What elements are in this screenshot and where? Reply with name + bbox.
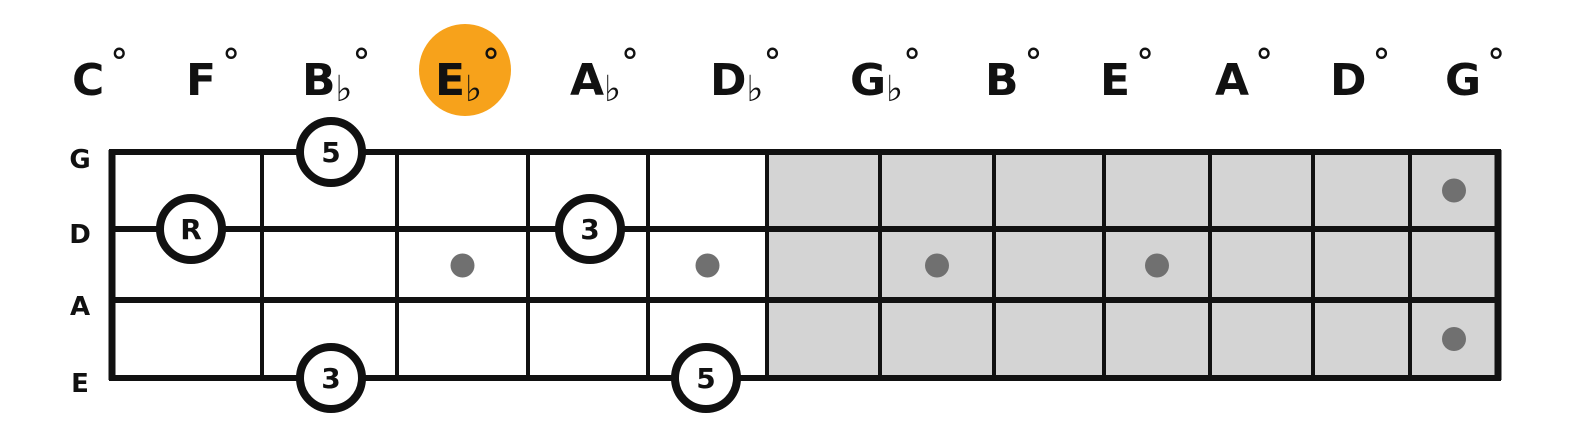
key-label: D♭° <box>710 43 782 110</box>
key-item: B° <box>985 43 1043 106</box>
inlay-dot <box>1442 327 1466 351</box>
key-letter: D <box>1330 55 1367 106</box>
string-labels: G D A E <box>69 145 91 399</box>
key-symbol: ° <box>621 43 639 84</box>
key-label: F° <box>186 43 240 106</box>
key-symbol: ° <box>903 43 921 84</box>
marker-circle <box>156 194 226 264</box>
key-symbol: ° <box>222 43 240 84</box>
inlay-dot <box>1145 253 1169 278</box>
key-letter: A <box>570 55 604 106</box>
key-label: C° <box>72 43 128 106</box>
key-symbol: ° <box>764 43 782 84</box>
note-marker: 5 <box>296 117 366 187</box>
fretboard <box>108 149 1502 381</box>
inlay-dot <box>450 253 475 278</box>
key-symbol: ° <box>1373 43 1391 84</box>
key-accidental: ♭ <box>604 69 621 110</box>
key-highlight-circle <box>419 24 511 116</box>
key-symbol: ° <box>482 43 500 84</box>
key-item: D♭° <box>710 43 782 110</box>
key-symbol: ° <box>353 43 371 84</box>
string-label-G: G <box>69 145 90 175</box>
key-item: B♭° <box>302 43 371 110</box>
inlay-dot <box>1442 178 1466 203</box>
key-letter: D <box>710 55 747 106</box>
key-letter: B <box>302 55 336 106</box>
key-item: E° <box>1100 43 1154 106</box>
key-item: A♭° <box>570 43 639 110</box>
note-marker: R <box>156 194 226 264</box>
key-label: E♭° <box>435 43 500 110</box>
key-row: C°F°B♭°E♭°A♭°D♭°G♭°B°E°A°D°G° <box>72 24 1505 116</box>
key-letter: E <box>435 55 465 106</box>
key-item: D° <box>1330 43 1391 106</box>
key-label: E° <box>1100 43 1154 106</box>
inlay-dot <box>695 253 720 278</box>
note-marker: 3 <box>296 343 366 413</box>
key-accidental: ♭ <box>747 69 764 110</box>
inlay-dots <box>450 178 1466 351</box>
string-label-E: E <box>71 369 89 399</box>
marker-circle <box>296 343 366 413</box>
key-label: G♭° <box>850 43 921 110</box>
key-item: A° <box>1215 43 1273 106</box>
key-letter: G <box>1445 55 1481 106</box>
fret-lines <box>108 150 1502 380</box>
key-letter: A <box>1215 55 1249 106</box>
key-item: G° <box>1445 43 1505 106</box>
key-label: D° <box>1330 43 1391 106</box>
marker-circle <box>555 194 625 264</box>
key-accidental: ♭ <box>886 69 903 110</box>
key-label: B° <box>985 43 1043 106</box>
key-symbol: ° <box>110 43 128 84</box>
key-letter: F <box>186 55 216 106</box>
key-symbol: ° <box>1487 43 1505 84</box>
string-label-A: A <box>70 292 90 322</box>
marker-label: 3 <box>321 362 340 395</box>
key-item: G♭° <box>850 43 921 110</box>
marker-label: 3 <box>580 213 599 246</box>
key-item: F° <box>186 43 240 106</box>
key-item: E♭° <box>419 24 511 116</box>
note-marker: 5 <box>671 343 741 413</box>
marker-label: 5 <box>696 362 715 395</box>
key-symbol: ° <box>1025 43 1043 84</box>
marker-circle <box>671 343 741 413</box>
marker-circle <box>296 117 366 187</box>
note-marker: 3 <box>555 194 625 264</box>
shaded-region <box>767 152 1498 378</box>
key-accidental: ♭ <box>465 69 482 110</box>
key-label: G° <box>1445 43 1505 106</box>
key-letter: B <box>985 55 1019 106</box>
key-symbol: ° <box>1136 43 1154 84</box>
key-letter: G <box>850 55 886 106</box>
string-label-D: D <box>69 220 91 250</box>
key-symbol: ° <box>1255 43 1273 84</box>
key-letter: E <box>1100 55 1130 106</box>
inlay-dot <box>925 253 949 278</box>
marker-label: 5 <box>321 136 340 169</box>
marker-label: R <box>180 213 202 246</box>
key-letter: C <box>72 55 104 106</box>
key-label: B♭° <box>302 43 371 110</box>
key-label: A° <box>1215 43 1273 106</box>
key-label: A♭° <box>570 43 639 110</box>
key-item: C° <box>72 43 128 106</box>
key-accidental: ♭ <box>336 69 353 110</box>
